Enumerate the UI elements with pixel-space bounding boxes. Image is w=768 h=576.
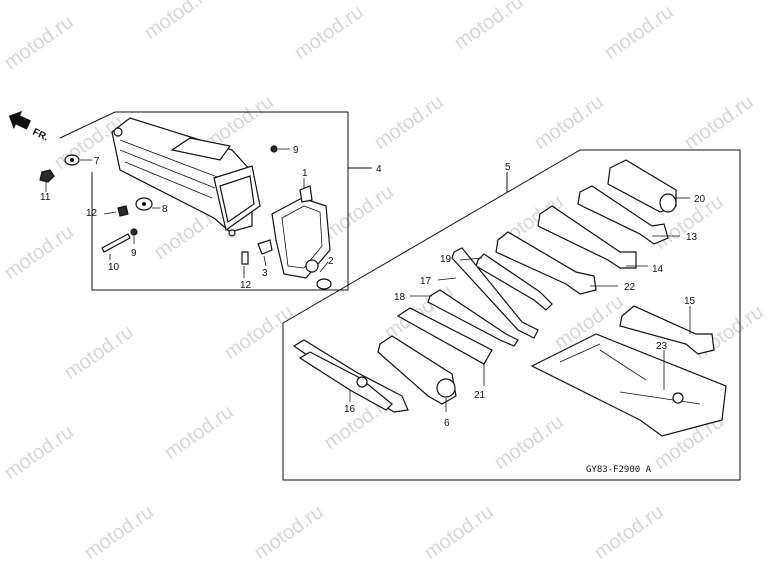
- watermark-text: motod.ru: [60, 321, 137, 384]
- front-arrow-icon: [8, 110, 31, 130]
- callout-label: 2: [328, 256, 334, 267]
- watermark-text: motod.ru: [140, 0, 217, 44]
- watermark-text: motod.ru: [250, 501, 327, 564]
- watermark-text: motod.ru: [160, 401, 237, 464]
- hardware-parts: [39, 145, 332, 290]
- callout-label: 8: [162, 204, 168, 215]
- callout-label: 9: [293, 145, 299, 156]
- leader-lines-toolkit: [349, 197, 691, 412]
- callout-label: 7: [94, 156, 100, 167]
- callout-label: 19: [440, 254, 452, 265]
- callout-label: 1: [302, 168, 308, 179]
- callout-label: 20: [694, 194, 706, 205]
- leader-lines-top: [45, 148, 329, 278]
- watermark-text: motod.ru: [0, 11, 77, 74]
- callout-label: 9: [131, 248, 137, 259]
- watermark-text: motod.ru: [0, 221, 77, 284]
- callout-label: 13: [686, 232, 698, 243]
- callout-label: 12: [86, 208, 98, 219]
- assembly-box-frame: [59, 111, 349, 291]
- watermark-text: motod.ru: [490, 411, 567, 474]
- watermark-text: motod.ru: [320, 181, 397, 244]
- toolbox-housing: [111, 117, 261, 237]
- watermark-text: motod.ru: [420, 501, 497, 564]
- callout-label: 16: [344, 404, 356, 415]
- toolkit-box-frame: [282, 149, 741, 481]
- callout-label: 11: [40, 192, 51, 203]
- callout-label: 4: [376, 164, 382, 175]
- callout-label: 23: [656, 341, 668, 352]
- watermark-text: motod.ru: [220, 301, 297, 364]
- diagram-code: GY83-F2900 A: [586, 465, 652, 475]
- toolkit-tools: [292, 159, 727, 437]
- callout-label: 18: [394, 292, 406, 303]
- watermark-text: motod.ru: [680, 91, 757, 154]
- watermark-text: motod.ru: [290, 1, 367, 64]
- watermark-text: motod.ru: [450, 0, 527, 54]
- callout-label: 12: [240, 280, 252, 291]
- callout-label: 10: [108, 262, 120, 273]
- callout-label: 5: [505, 162, 511, 173]
- callout-label: 3: [262, 268, 268, 279]
- watermark-text: motod.ru: [690, 301, 767, 364]
- callout-label: 17: [420, 276, 432, 287]
- watermark-text: motod.ru: [0, 421, 77, 484]
- watermark-text: motod.ru: [80, 501, 157, 564]
- watermark-text: motod.ru: [530, 91, 607, 154]
- watermark-text: motod.ru: [600, 1, 677, 64]
- watermark-text: motod.ru: [590, 501, 667, 564]
- callout-label: 15: [684, 296, 696, 307]
- front-marker-label: FR.: [31, 127, 50, 144]
- callout-label: 21: [474, 390, 486, 401]
- watermark-text: motod.ru: [370, 91, 447, 154]
- callout-label: 14: [652, 264, 664, 275]
- callout-label: 6: [444, 418, 450, 429]
- toolbox-lid: [271, 185, 331, 279]
- callout-label: 22: [624, 282, 636, 293]
